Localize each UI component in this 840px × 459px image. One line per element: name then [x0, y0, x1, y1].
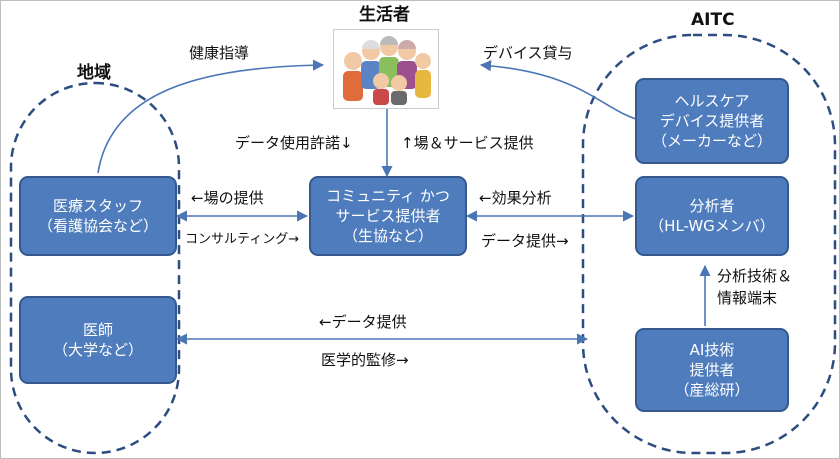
label-device-lending: デバイス貸与: [483, 44, 573, 62]
region-left-title: 地域: [77, 63, 111, 83]
doctor-box: 医師 （大学など）: [19, 296, 177, 384]
region-right-outline: [581, 33, 837, 455]
residents-illustration: [333, 29, 439, 109]
box-line: 医療スタッフ: [52, 196, 143, 215]
label-place-offer: ←場の提供: [191, 189, 264, 207]
connector-device-lending: [479, 60, 644, 122]
label-place-service: ↑場＆サービス提供: [401, 134, 534, 152]
resident-title: 生活者: [359, 5, 410, 25]
box-line: デバイス提供者: [659, 111, 765, 130]
box-line: 医師: [82, 320, 113, 339]
region-right-title: AITC: [691, 10, 735, 30]
label-data-offer-right: データ提供→: [481, 232, 569, 250]
region-left-outline: [9, 81, 181, 455]
box-line: （産総研）: [674, 381, 750, 400]
box-line: コミュニティ かつ: [326, 186, 450, 205]
connector-health-guidance: [97, 59, 325, 174]
healthcare-device-box: ヘルスケア デバイス提供者 （メーカーなど）: [635, 78, 789, 164]
box-line: 提供者: [689, 360, 735, 379]
box-line: （看護協会など）: [37, 217, 158, 235]
label-data-permission: データ使用許諾↓: [235, 134, 353, 152]
label-analysis-tech-2: 情報端末: [717, 289, 778, 307]
box-line: サービス提供者: [335, 206, 441, 225]
label-health-guidance: 健康指導: [189, 44, 250, 62]
label-effect-analysis: ←効果分析: [479, 189, 552, 207]
label-data-offer-left: ←データ提供: [319, 313, 407, 331]
analyst-box: 分析者 （HL-WGメンバ）: [635, 176, 789, 256]
box-line: （大学など）: [52, 341, 143, 359]
box-line: （HL-WGメンバ）: [649, 217, 775, 235]
box-line: AI技術: [689, 340, 735, 359]
community-box: コミュニティ かつ サービス提供者 （生協など）: [309, 176, 467, 256]
box-line: （メーカーなど）: [651, 132, 772, 151]
label-medical-supervision: 医学的監修→: [321, 351, 409, 369]
medical-staff-box: 医療スタッフ （看護協会など）: [19, 176, 177, 256]
box-line: （生協など）: [342, 227, 433, 246]
label-consulting: コンサルティング→: [185, 232, 300, 247]
label-analysis-tech-1: 分析技術＆: [717, 267, 793, 285]
ai-provider-box: AI技術 提供者 （産総研）: [635, 328, 789, 412]
box-line: 分析者: [689, 196, 735, 215]
box-line: ヘルスケア: [674, 91, 750, 110]
